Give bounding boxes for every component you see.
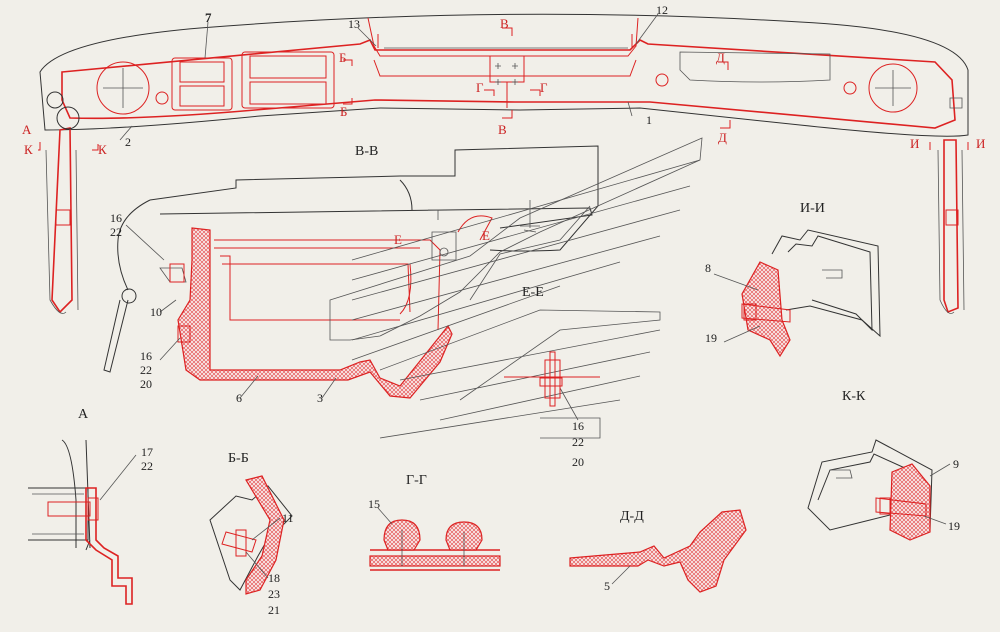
detail-a bbox=[28, 439, 133, 605]
label-16c: 16 bbox=[572, 419, 584, 433]
label-9: 9 bbox=[953, 457, 959, 471]
heading-ii: И-И bbox=[800, 201, 825, 216]
section-dd-leaders bbox=[611, 565, 631, 585]
marker-d-bottom: Д bbox=[718, 130, 727, 145]
detail-a-leaders bbox=[99, 454, 137, 501]
label-12: 12 bbox=[656, 3, 668, 17]
heading-bb: Б-Б bbox=[228, 451, 249, 466]
section-headings: В-В Е-Е И-И К-К А Б-Б Г-Г Д-Д bbox=[78, 144, 866, 524]
marker-g-right: Г bbox=[540, 80, 548, 95]
label-3: 3 bbox=[317, 391, 323, 405]
label-20c: 20 bbox=[572, 455, 584, 469]
label-20a: 20 bbox=[140, 377, 152, 391]
label-13: 13 bbox=[348, 17, 360, 31]
marker-g-left: Г bbox=[476, 80, 484, 95]
section-ee bbox=[329, 137, 703, 439]
section-kk-leaders bbox=[923, 463, 951, 525]
front-view-leaders bbox=[119, 13, 659, 141]
section-bb-leaders bbox=[245, 517, 281, 579]
label-16b: 16 bbox=[140, 349, 152, 363]
section-vv-leaders bbox=[125, 224, 579, 421]
label-22c: 22 bbox=[572, 435, 584, 449]
label-22b: 22 bbox=[140, 363, 152, 377]
marker-b-bottom: Б bbox=[340, 104, 347, 119]
marker-i-left: И bbox=[910, 136, 919, 151]
label-18: 18 bbox=[268, 571, 280, 585]
section-ii-leaders bbox=[713, 273, 761, 343]
label-15: 15 bbox=[368, 497, 380, 511]
section-ii bbox=[741, 229, 881, 358]
front-view-panel bbox=[38, 13, 969, 314]
label-19a: 19 bbox=[705, 331, 717, 345]
label-5: 5 bbox=[604, 579, 610, 593]
heading-dd: Д-Д bbox=[620, 509, 644, 524]
section-dd bbox=[569, 509, 747, 593]
marker-e-left: Е bbox=[394, 232, 402, 247]
marker-e-right: Е bbox=[482, 228, 490, 243]
label-10: 10 bbox=[150, 305, 162, 319]
section-vv bbox=[103, 145, 599, 399]
label-21: 21 bbox=[268, 603, 280, 617]
marker-k-right: К bbox=[98, 142, 107, 157]
label-17: 17 bbox=[141, 445, 153, 459]
heading-ee: Е-Е bbox=[522, 285, 544, 300]
marker-k-left: К bbox=[24, 142, 33, 157]
section-bb bbox=[209, 475, 293, 595]
heading-vv: В-В bbox=[355, 144, 378, 159]
marker-v-bottom: В bbox=[498, 122, 507, 137]
heading-kk: К-К bbox=[842, 389, 866, 404]
label-22d: 22 bbox=[141, 459, 153, 473]
heading-gg: Г-Г bbox=[406, 473, 427, 488]
marker-a: А bbox=[22, 122, 32, 137]
section-markers: В В Б Б Г Г Д Д А К К И И Е Е bbox=[22, 16, 985, 247]
label-16a: 16 bbox=[110, 211, 122, 225]
label-2: 2 bbox=[125, 135, 131, 149]
marker-i-right: И bbox=[976, 136, 985, 151]
section-gg-leaders bbox=[377, 507, 393, 525]
label-19b: 19 bbox=[948, 519, 960, 533]
label-23: 23 bbox=[268, 587, 280, 601]
heading-a: А bbox=[78, 407, 89, 422]
label-6: 6 bbox=[236, 391, 242, 405]
marker-d-top: Д bbox=[716, 50, 725, 65]
section-kk bbox=[807, 439, 933, 541]
label-8: 8 bbox=[705, 261, 711, 275]
labels: 7 13 12 2 1 16 22 10 16 22 20 6 3 16 22 … bbox=[110, 3, 960, 617]
marker-v-top: В bbox=[500, 16, 509, 31]
section-gg bbox=[369, 519, 501, 571]
label-11: 11 bbox=[282, 511, 294, 525]
marker-b-top: Б bbox=[339, 50, 346, 65]
label-22a: 22 bbox=[110, 225, 122, 239]
label-1: 1 bbox=[646, 113, 652, 127]
label-7: 7 bbox=[205, 10, 212, 25]
